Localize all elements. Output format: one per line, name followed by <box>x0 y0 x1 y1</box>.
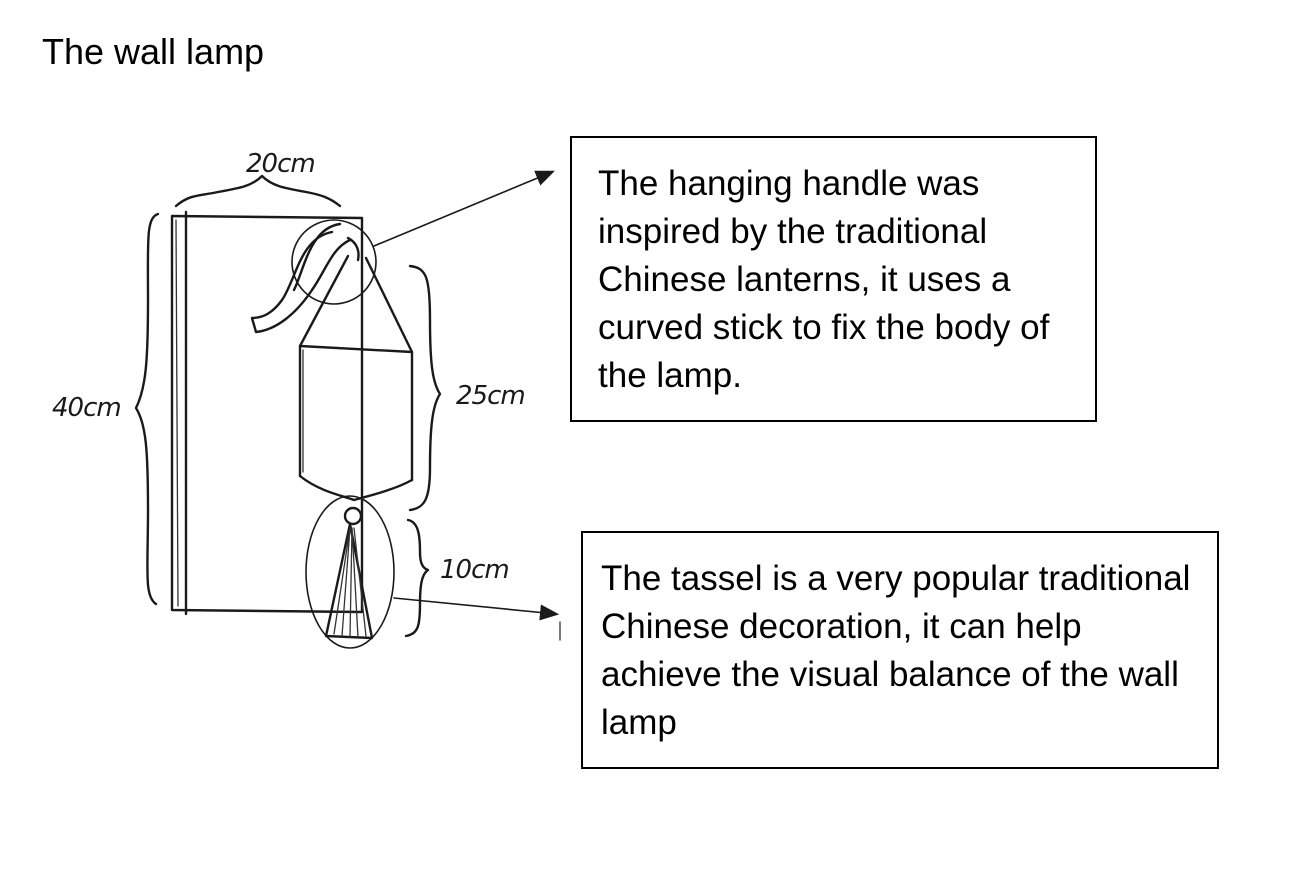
handle-callout-box: The hanging handle was inspired by the t… <box>570 136 1097 422</box>
handle-callout-text: The hanging handle was inspired by the t… <box>598 164 1049 395</box>
body-height-bracket <box>410 266 440 510</box>
width-bracket <box>176 176 340 206</box>
wall-plate <box>172 212 362 614</box>
height-label: 40cm <box>52 393 121 423</box>
height-bracket <box>136 214 158 604</box>
tassel-height-bracket <box>406 520 428 636</box>
lamp-body <box>300 256 412 500</box>
body-height-label: 25cm <box>456 381 525 411</box>
tassel-height-label: 10cm <box>440 555 509 585</box>
width-label: 20cm <box>246 149 315 179</box>
tassel <box>306 496 394 648</box>
tassel-callout-box: The tassel is a very popular traditional… <box>581 531 1219 769</box>
tassel-callout-text: The tassel is a very popular traditional… <box>601 559 1190 742</box>
handle-arrow <box>374 172 552 246</box>
hanging-handle <box>252 224 359 332</box>
